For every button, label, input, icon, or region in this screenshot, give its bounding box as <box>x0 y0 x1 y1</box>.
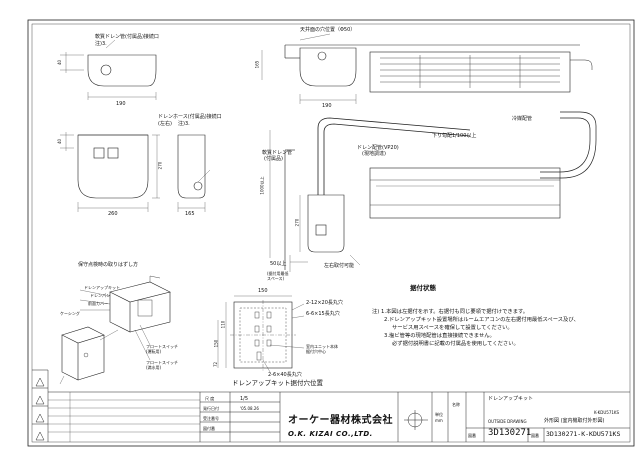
name-label: 名称 <box>452 402 460 407</box>
note3-ref-b: 注)3. <box>178 121 190 127</box>
dim-165: 165 <box>185 211 195 217</box>
dwg-no: 3D130271 <box>488 428 532 438</box>
dim-150: 150 <box>258 288 268 294</box>
kit-front-view <box>60 132 160 212</box>
accessory-label: (付属品) <box>264 156 283 162</box>
part-label-4: ケーシング <box>60 311 80 316</box>
order-label: 受注番号 <box>203 416 219 421</box>
cold-pipe-label: 冷媒配管 <box>512 116 533 122</box>
part-label-6: フロートスイッチ (満水用) <box>146 360 178 370</box>
drain-hose-port-label: ドレンホース(付属品)接続口 <box>158 114 222 120</box>
dim-40a: 40 <box>57 59 63 66</box>
installation-section <box>269 111 597 272</box>
note3-ref-a: 注)3. <box>95 41 107 47</box>
left-install-label: 左右取付可能 <box>324 263 355 269</box>
soft-drain-pipe-label: 軟質ドレン管 <box>262 150 293 156</box>
unit-label: 単位 <box>435 412 443 417</box>
mount-space-label: (据付用最低 スペース) <box>267 271 289 281</box>
note-line-5: 必ず据付説明書に記載の付属品を使用してください。 <box>392 341 519 347</box>
dwg-full-label: 図番 <box>531 433 539 438</box>
float-removal-title: 保守点検時の取りはずし方 <box>78 262 139 268</box>
dim-150b: 150 <box>213 339 219 348</box>
dim-72: 72 <box>213 361 219 368</box>
drawn-label: 図付番 <box>203 426 215 431</box>
part-label-5: フロートスイッチ (運転用) <box>146 344 178 354</box>
model-top: K-KDU571KS <box>594 410 620 415</box>
date-label: 発行日付 <box>203 406 219 411</box>
company-jp: オーケー器材株式会社 <box>288 415 393 426</box>
mounting-hole-diagram <box>217 295 305 373</box>
part-label-3: 前面カバー <box>88 301 108 306</box>
dim-50-above: 50以上 <box>270 261 287 267</box>
dim-40b: 40 <box>57 138 63 145</box>
exploded-view <box>59 275 171 385</box>
note-line-3: サービス用スペースを確保して設置してください。 <box>392 325 513 331</box>
name-value: ドレンアップキット <box>488 396 534 402</box>
note-line-1: 注) 1.本図は左据付を示す。右据付も同じ要領で据付けできます。 <box>372 309 529 315</box>
holes1-label: 2-12×20長丸穴 <box>306 300 343 306</box>
dim-190a: 190 <box>116 101 126 107</box>
dwg-no-label: 図番 <box>468 433 476 438</box>
note-line-2: 2.ドレンアップキット設置場所はルームエアコンの左右据付用最低スペース及び、 <box>384 317 579 323</box>
kit-mount-title: ドレンアップキット据付穴位置 <box>232 379 323 387</box>
date-value: '05.08.26 <box>240 406 259 411</box>
indoor-center-label: 室内ユニット本体 据付穴中心 <box>306 344 338 354</box>
soft-hose-port-label: 軟質ドレン管(付属品)接続口 <box>95 34 159 40</box>
title-block <box>48 391 630 442</box>
company-en: O.K. KIZAI CO.,LTD. <box>288 430 373 438</box>
notes-title: 据付状態 <box>410 284 436 292</box>
note-line-4: 3.塩ビ管等の現地配管は直接接続できません。 <box>384 333 495 339</box>
dim-110: 110 <box>220 320 226 329</box>
min-1000-label: 1000以上 <box>259 176 265 195</box>
slope-label: 下り勾配1/100以上 <box>432 133 477 139</box>
drain-pipe-vp-label: ドレン配管(VP20) <box>357 145 399 151</box>
unit-value: mm <box>435 418 443 423</box>
dim-260: 260 <box>108 211 118 217</box>
scale-label: 尺 度 <box>205 396 215 401</box>
drain-hose-sides: (左右) <box>158 121 172 127</box>
part-label-2: ドレンパン <box>90 293 111 298</box>
ceiling-section <box>261 33 593 104</box>
part-label-1: ドレンアップキット <box>84 285 120 290</box>
dim-270-install: 270 <box>294 218 300 227</box>
holes3-label: 2-6×40長丸穴 <box>268 372 302 378</box>
dim-270: 270 <box>157 161 163 170</box>
dim-165b: 165 <box>254 60 260 69</box>
dwg-full: 3D130271-K-KDU571KS <box>546 430 621 438</box>
dim-190b: 190 <box>322 103 332 109</box>
holes2-label: 6-6×15長丸穴 <box>306 311 340 317</box>
scale-value: 1/5 <box>240 396 249 402</box>
kit-side-view <box>177 134 211 212</box>
drawing-type: 外形図 (室内機取付外形図) <box>544 418 605 424</box>
kit-top-view <box>60 39 157 100</box>
ceiling-hole-label: 天井面の穴位置（Φ50） <box>300 27 356 33</box>
field-supplied-label: (現地調達) <box>362 151 386 157</box>
outside-drawing: OUTSIDE DRAWING <box>488 419 527 424</box>
